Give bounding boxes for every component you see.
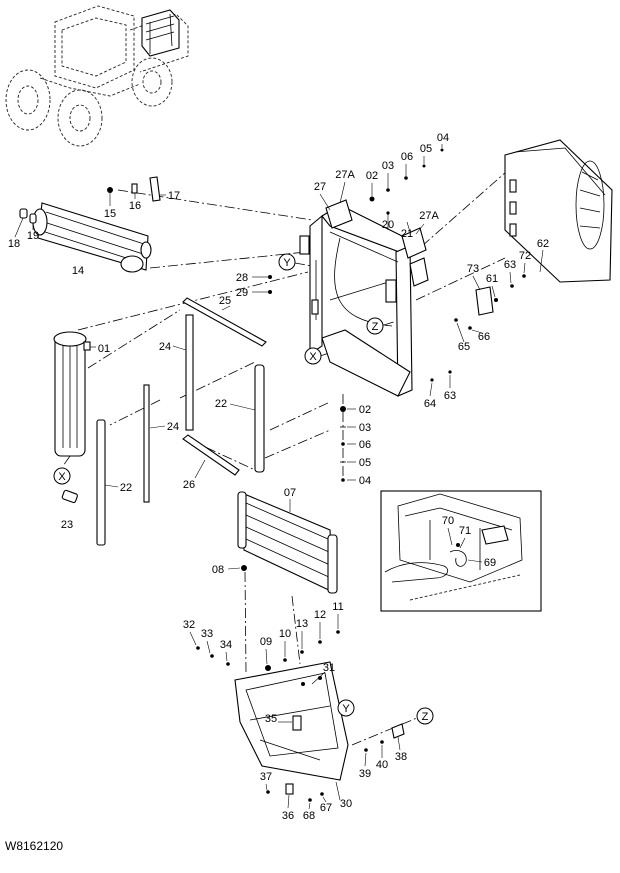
callout-label: 04 xyxy=(359,475,371,487)
callout-label: 11 xyxy=(332,601,343,613)
callout-label: 19 xyxy=(27,230,39,242)
callout-label: 65 xyxy=(458,341,470,353)
callout-label: 07 xyxy=(284,487,296,499)
callout-label: 32 xyxy=(183,619,195,631)
bracket-73-61 xyxy=(429,262,526,397)
marker-label: Z xyxy=(372,321,379,333)
callout-label: 24 xyxy=(167,421,179,433)
callout-label: 61 xyxy=(486,273,498,285)
condenser xyxy=(227,491,338,594)
callout-label: 06 xyxy=(359,439,371,451)
callout-label: 31 xyxy=(323,662,335,674)
callout-label: 05 xyxy=(359,457,371,469)
figure-code: W8162120 xyxy=(5,839,63,853)
callout-label: 30 xyxy=(340,798,352,810)
callout-label: 29 xyxy=(236,287,248,299)
callout-label: 01 xyxy=(98,343,110,355)
callout-label: 66 xyxy=(478,331,490,343)
callout-label: 17 xyxy=(168,190,180,202)
callout-label: 36 xyxy=(282,810,294,822)
callout-label: 21 xyxy=(401,228,413,240)
callout-label: 28 xyxy=(236,272,248,284)
fitting-18-19 xyxy=(14,208,37,238)
callout-label: 69 xyxy=(484,557,496,569)
radiator-highlight xyxy=(141,9,180,57)
callout-label: 13 xyxy=(296,618,308,630)
callout-label: 22 xyxy=(120,482,132,494)
callout-label: 40 xyxy=(376,759,388,771)
callout-labels: 04 05 06 03 02 27A 27 16 17 15 18 19 14 … xyxy=(8,132,549,822)
callout-label: 63 xyxy=(504,259,516,271)
callout-label: 08 xyxy=(212,564,224,576)
callout-label: 15 xyxy=(104,208,116,220)
callout-label: 27A xyxy=(419,210,439,222)
seal-strips xyxy=(61,297,267,546)
marker-label: X xyxy=(309,351,317,363)
callout-label: 62 xyxy=(537,238,549,250)
callout-label: 03 xyxy=(359,422,371,434)
callout-label: 37 xyxy=(260,771,272,783)
callout-label: 22 xyxy=(215,398,227,410)
view-marker-x: X xyxy=(304,347,322,365)
callout-label: 18 xyxy=(8,238,20,250)
callout-label: 14 xyxy=(72,265,84,277)
callout-label: 70 xyxy=(442,515,454,527)
callout-label: 27A xyxy=(335,169,355,181)
callout-label: 02 xyxy=(359,404,371,416)
radiator-frame xyxy=(252,144,444,397)
callout-label: 39 xyxy=(359,768,371,780)
view-marker-y: Y xyxy=(337,699,355,717)
callout-label: 16 xyxy=(129,200,141,212)
callout-label: 38 xyxy=(395,751,407,763)
callout-label: 67 xyxy=(320,802,332,814)
hardware-15-17 xyxy=(107,176,166,206)
marker-label: Y xyxy=(283,257,291,269)
callout-label: 71 xyxy=(459,525,471,537)
callout-label: 04 xyxy=(437,132,449,144)
detail-inset xyxy=(380,490,542,612)
callout-label: 06 xyxy=(401,151,413,163)
callout-label: 64 xyxy=(424,398,436,410)
callout-label: 72 xyxy=(519,250,531,262)
callout-label: 34 xyxy=(220,639,232,651)
marker-label: X xyxy=(58,471,66,483)
callout-label: 26 xyxy=(183,479,195,491)
callout-label: 27 xyxy=(314,181,326,193)
callout-label: 02 xyxy=(366,170,378,182)
view-marker-x: X xyxy=(53,467,71,485)
callout-label: 20 xyxy=(382,219,394,231)
callout-label: 09 xyxy=(260,636,272,648)
frame-hardware xyxy=(252,144,444,294)
intercooler xyxy=(32,202,152,273)
marker-label: Y xyxy=(342,703,350,715)
callout-label: 05 xyxy=(420,143,432,155)
fan-shroud xyxy=(504,139,613,283)
radiator xyxy=(53,331,96,457)
bracket-27a xyxy=(325,199,429,287)
marker-label: Z xyxy=(422,711,429,723)
callout-label: 25 xyxy=(219,295,231,307)
view-marker-z: Z xyxy=(366,317,384,335)
callout-label: 03 xyxy=(382,160,394,172)
tractor-sketch xyxy=(5,5,189,147)
callout-label: 68 xyxy=(303,810,315,822)
lower-hardware xyxy=(189,614,405,810)
lower-frame xyxy=(234,661,349,801)
view-marker-z: Z xyxy=(416,707,434,725)
callout-label: 24 xyxy=(159,341,171,353)
hardware-column xyxy=(340,406,356,482)
callout-label: 33 xyxy=(201,628,213,640)
callout-label: 73 xyxy=(467,263,479,275)
callout-label: 10 xyxy=(279,628,291,640)
callout-label: 63 xyxy=(444,390,456,402)
callout-label: 12 xyxy=(314,609,326,621)
view-marker-y: Y xyxy=(278,253,296,271)
callout-label: 35 xyxy=(265,713,277,725)
callout-label: 23 xyxy=(61,519,73,531)
